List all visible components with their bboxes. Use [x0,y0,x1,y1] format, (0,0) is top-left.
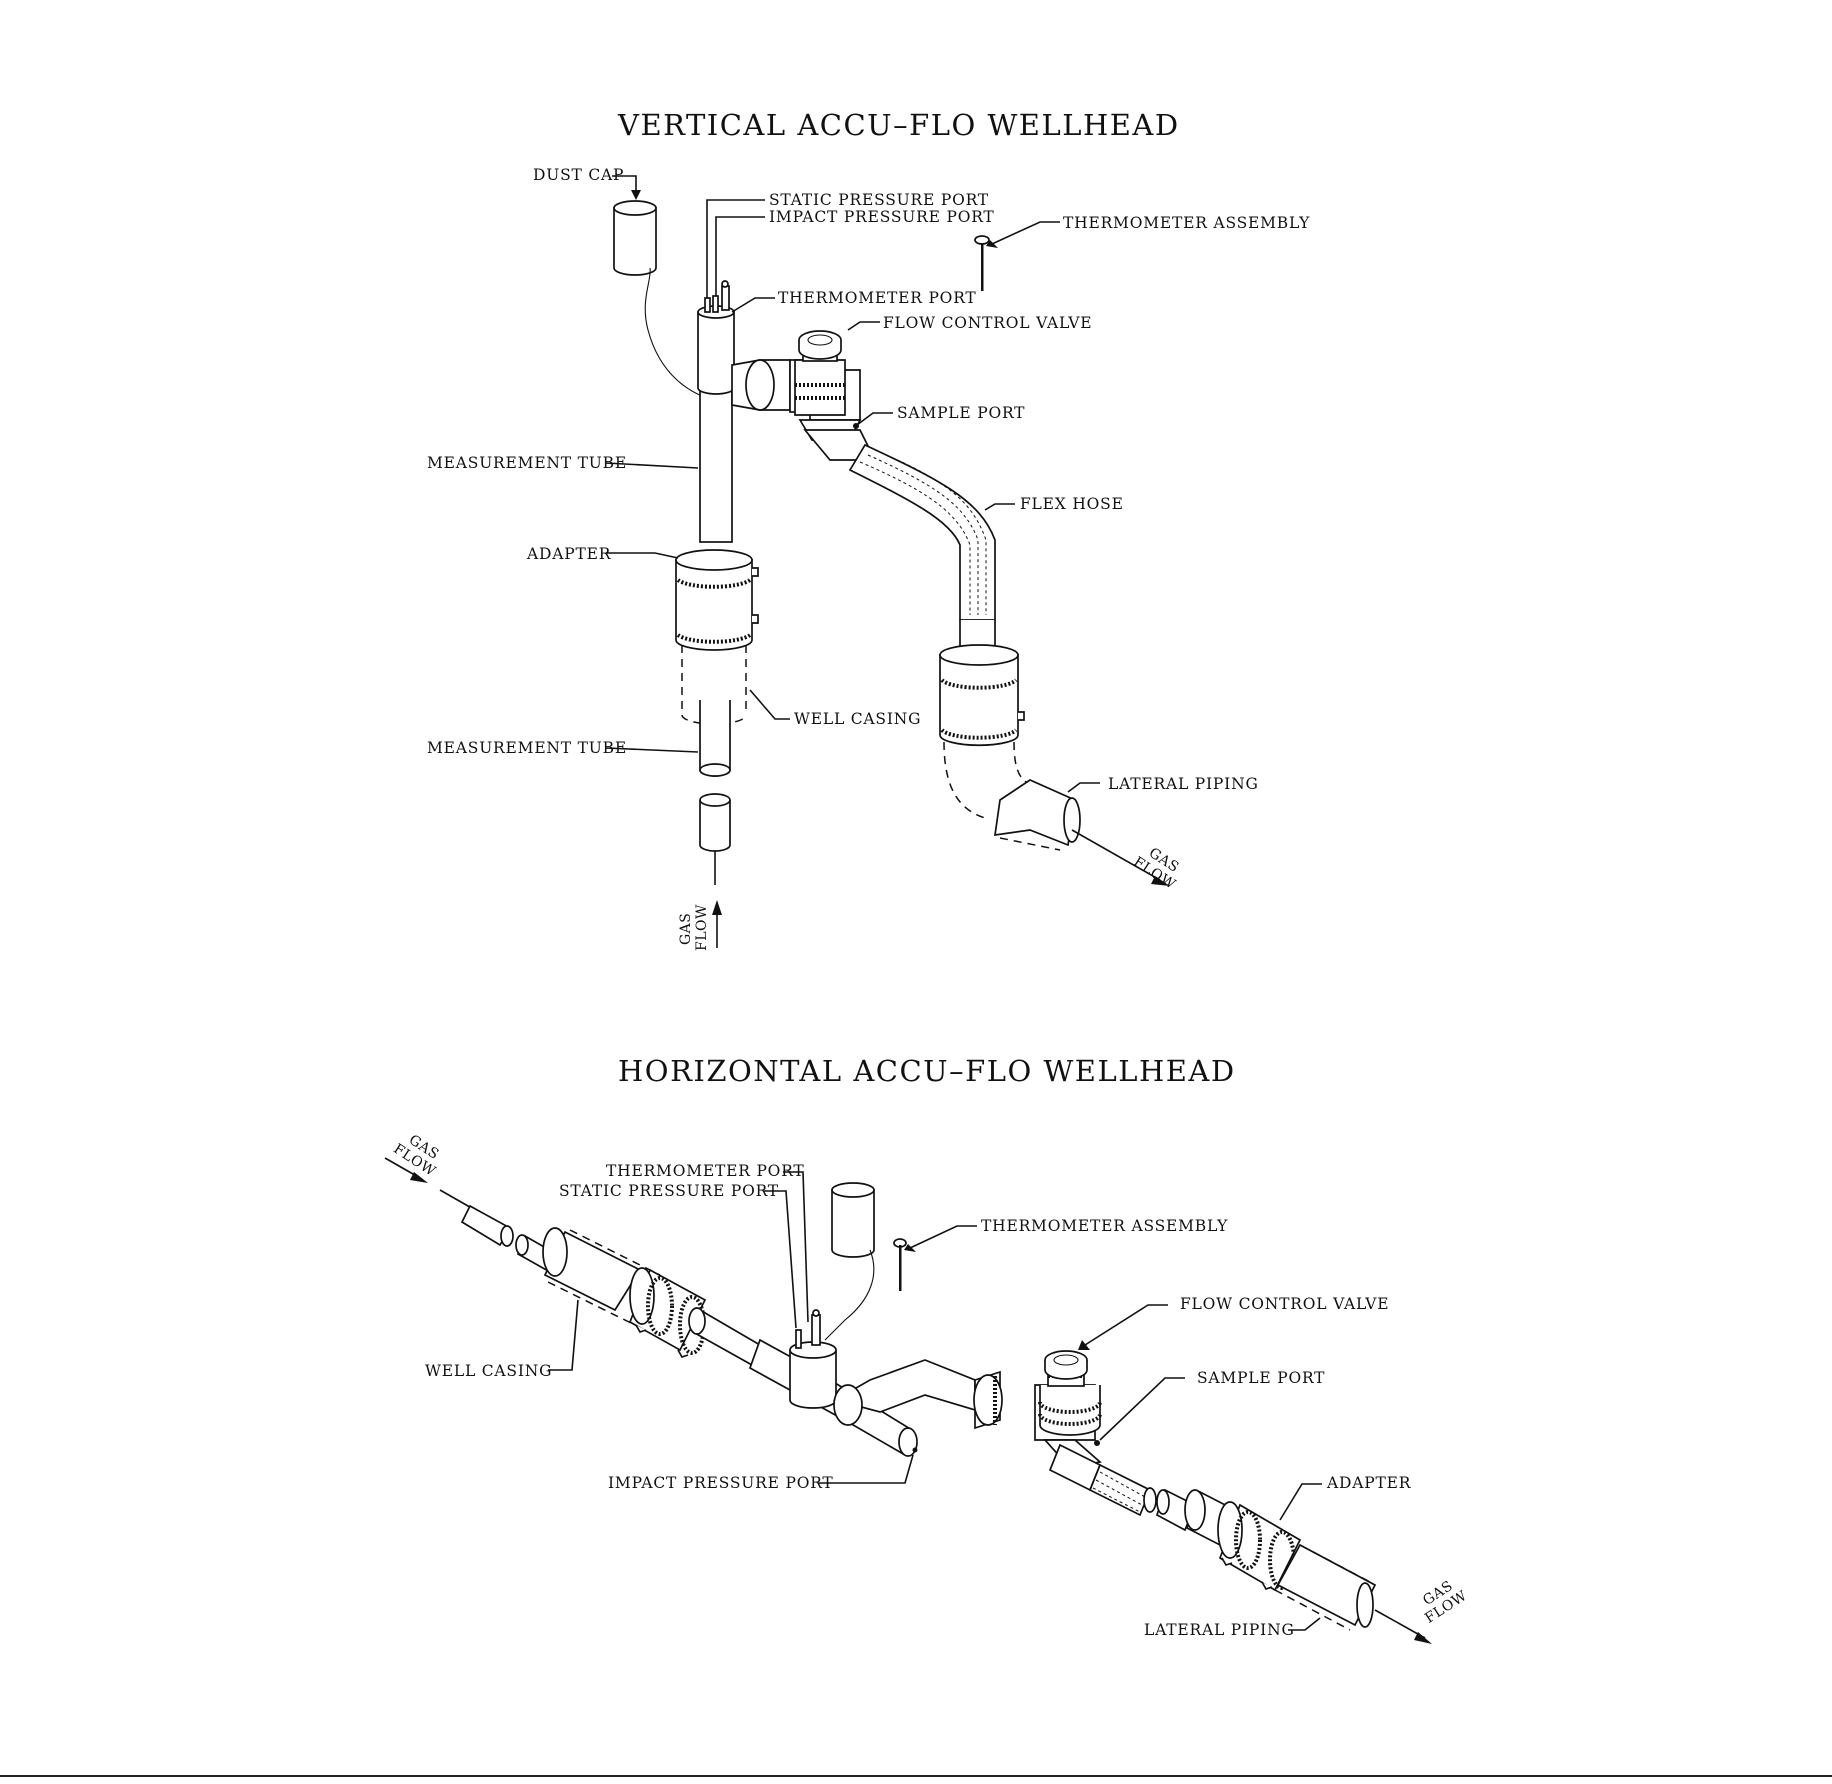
vertical-left-adapter [675,549,759,651]
label-flow-control-valve: FLOW CONTROL VALVE [883,314,1092,332]
horizontal-flex-hose [1088,1463,1157,1517]
label-flex-hose: FLEX HOSE [1020,495,1124,513]
label-h-sample-port: SAMPLE PORT [1197,1369,1325,1387]
bottom-border-line [0,1775,1832,1777]
label-h-flow-control-valve: FLOW CONTROL VALVE [1180,1295,1389,1313]
horizontal-wellhead: HORIZONTAL ACCU–FLO WELLHEAD GAS FLOW [384,1054,1470,1644]
label-thermometer-assembly: THERMOMETER ASSEMBLY [1063,214,1310,232]
vertical-measurement-tube [697,280,735,543]
horizontal-flow-control-valve [973,1304,1168,1441]
label-static-pressure-port: STATIC PRESSURE PORT [769,191,989,209]
horizontal-thermometer-assembly [893,1225,977,1291]
horizontal-title: HORIZONTAL ACCU–FLO WELLHEAD [618,1054,1236,1088]
vertical-title: VERTICAL ACCU–FLO WELLHEAD [617,108,1180,142]
label-h-well-casing: WELL CASING [425,1362,552,1380]
label-h-impact-pressure-port: IMPACT PRESSURE PORT [608,1474,834,1492]
vertical-gas-flow-in: GAS FLOW [678,900,722,951]
horizontal-well-casing [542,1227,661,1371]
label-sample-port: SAMPLE PORT [897,404,1025,422]
horizontal-leaders [763,1171,914,1484]
vertical-wellhead: VERTICAL ACCU–FLO WELLHEAD [427,108,1310,951]
horizontal-main-tube [688,1307,976,1457]
svg-text:FLOW: FLOW [694,904,710,951]
vertical-lower-tube [699,700,731,885]
vertical-thermometer-assembly [974,221,1060,291]
horizontal-lateral-piping [1274,1543,1432,1644]
label-h-thermometer-assembly: THERMOMETER ASSEMBLY [981,1217,1228,1235]
label-h-adapter: ADAPTER [1326,1474,1412,1492]
horizontal-gas-flow-in: GAS FLOW [384,1132,442,1183]
horizontal-measurement-tube [439,1189,562,1274]
label-h-lateral-piping: LATERAL PIPING [1144,1621,1295,1639]
label-dust-cap: DUST CAP [533,166,624,184]
vertical-dust-cap [612,175,721,403]
vertical-right-adapter [939,620,1031,819]
vertical-flex-hose [848,443,1015,621]
svg-text:GAS: GAS [678,913,694,945]
vertical-gas-flow-out: GAS FLOW [1130,845,1181,893]
label-h-static-pressure-port: STATIC PRESSURE PORT [559,1182,779,1200]
label-measurement-tube-upper: MEASUREMENT TUBE [427,454,627,472]
label-adapter: ADAPTER [526,545,612,563]
label-h-thermometer-port: THERMOMETER PORT [606,1162,805,1180]
label-impact-pressure-port: IMPACT PRESSURE PORT [769,208,995,226]
horizontal-dust-cap [824,1182,875,1341]
vertical-lateral-piping [993,779,1170,886]
horizontal-left-adapter [628,1267,707,1359]
label-well-casing: WELL CASING [794,710,921,728]
vertical-tee-and-valve [731,330,877,461]
label-lateral-piping: LATERAL PIPING [1108,775,1259,793]
horizontal-gas-flow-out: GAS FLOW [1420,1578,1470,1627]
label-thermometer-port: THERMOMETER PORT [778,289,977,307]
label-measurement-tube-lower: MEASUREMENT TUBE [427,739,627,757]
vertical-leaders [605,199,1100,793]
horizontal-right-adapter [1155,1483,1322,1592]
